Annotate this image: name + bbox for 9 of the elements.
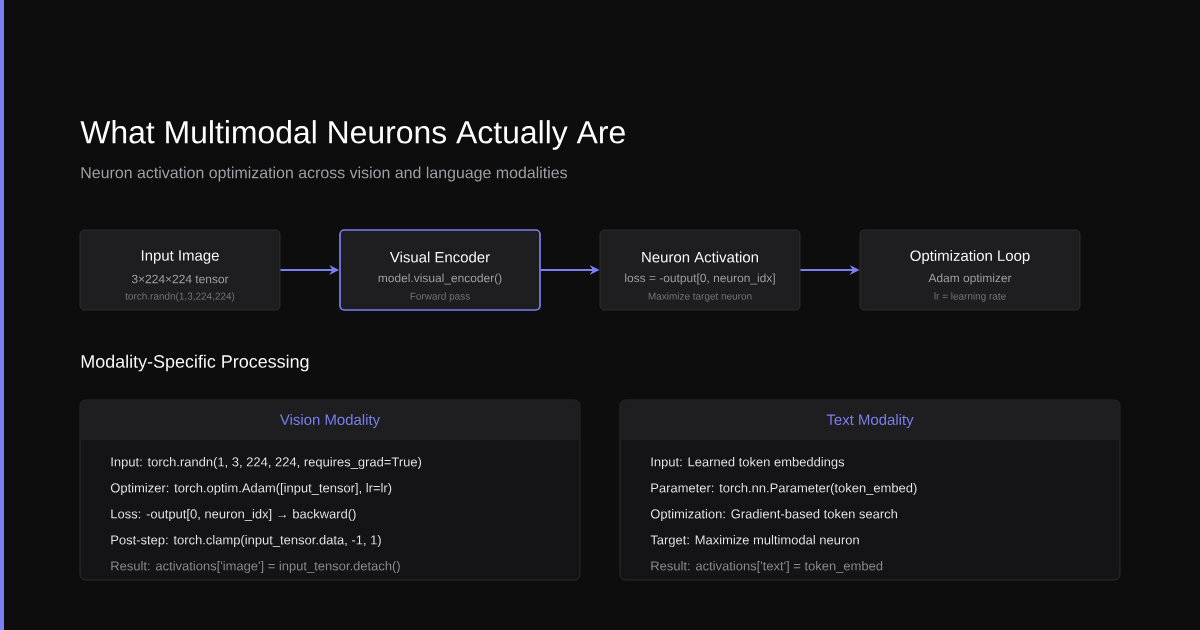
process-box: Neuron Activation loss = -output[0, neuron_idx] Maximize target neuron [599, 229, 801, 311]
process-box: Optimization Loop Adam optimizer lr = learning rate [859, 229, 1081, 311]
process-box: Visual Encoder model.visual_encoder() Forward pass [339, 229, 541, 311]
title: What Multimodal Neurons Actually Are [80, 120, 625, 150]
subtitle: Neuron activation optimization across vision and language modalities [81, 166, 567, 182]
section-heading: Modality-Specific Processing [81, 354, 309, 372]
info-panel: Vision Modality Input: torch.randn(1, 3, 224, 224, requires_grad=True) Optimizer: torch.optim.Adam([input_tensor], lr=lr) Loss: -output[0, neuron_idx] → backward() Post-step: torch.clamp(input_tensor.data, -1, 1) Result: activations['image'] = input_tensor.detach() [79, 399, 581, 581]
process-box: Input Image 3×224×224 tensor torch.randn(1,3,224,224) [79, 229, 281, 311]
info-panel: Text Modality Input: Learned token embeddings Parameter: torch.nn.Parameter(token_embed) Optimization: Gradient-based token search Target: Maximize multimodal neuron Result: activations['text'] = token_embed [619, 399, 1121, 581]
